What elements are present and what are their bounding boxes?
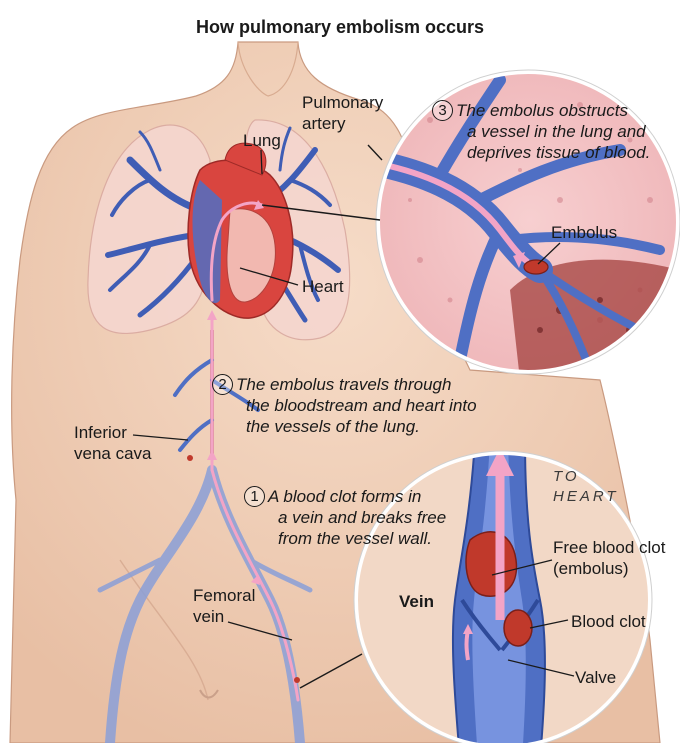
page-title: How pulmonary embolism occurs — [195, 17, 485, 37]
label-inferior-vena-cava: Inferior vena cava — [74, 422, 152, 464]
label-lung: Lung — [243, 131, 281, 150]
label-femoral-vein: Femoral vein — [193, 585, 255, 627]
label-line: TO — [553, 468, 580, 485]
label-pulmonary-artery: Pulmonary artery — [302, 92, 383, 134]
step-line: The embolus travels through — [236, 375, 452, 394]
label-line: Free blood clot — [553, 538, 666, 557]
label-vein: Vein — [399, 592, 434, 611]
label-line: HEART — [553, 488, 619, 505]
step-line: the bloodstream and heart into — [246, 396, 477, 415]
label-embolus: Embolus — [551, 223, 618, 242]
label-line: Pulmonary — [302, 93, 384, 112]
step-line: The embolus obstructs — [456, 101, 628, 120]
label-line: artery — [302, 114, 346, 133]
heart — [187, 142, 294, 319]
label-line: Inferior — [74, 423, 127, 442]
label-blood-clot: Blood clot — [571, 612, 646, 631]
step-number-badge: 2 — [212, 374, 233, 395]
label-to-heart: TO HEART — [553, 467, 619, 507]
lung-veins — [105, 126, 341, 323]
step-line: deprives tissue of blood. — [467, 143, 651, 162]
step-line: a vein and breaks free — [278, 508, 447, 527]
label-free-blood-clot: Free blood clot (embolus) — [553, 537, 665, 579]
label-heart: Heart — [302, 277, 344, 296]
step-line: A blood clot forms in — [268, 487, 422, 506]
label-valve: Valve — [575, 668, 617, 687]
step-line: from the vessel wall. — [278, 529, 432, 548]
label-line: vena cava — [74, 444, 152, 463]
label-line: Femoral — [193, 586, 256, 605]
step-number-badge: 3 — [432, 100, 453, 121]
step-number-badge: 1 — [244, 486, 265, 507]
label-line: (embolus) — [553, 559, 629, 578]
step-line: the vessels of the lung. — [246, 417, 420, 436]
label-line: vein — [193, 607, 225, 626]
step-line: a vessel in the lung and — [467, 122, 646, 141]
